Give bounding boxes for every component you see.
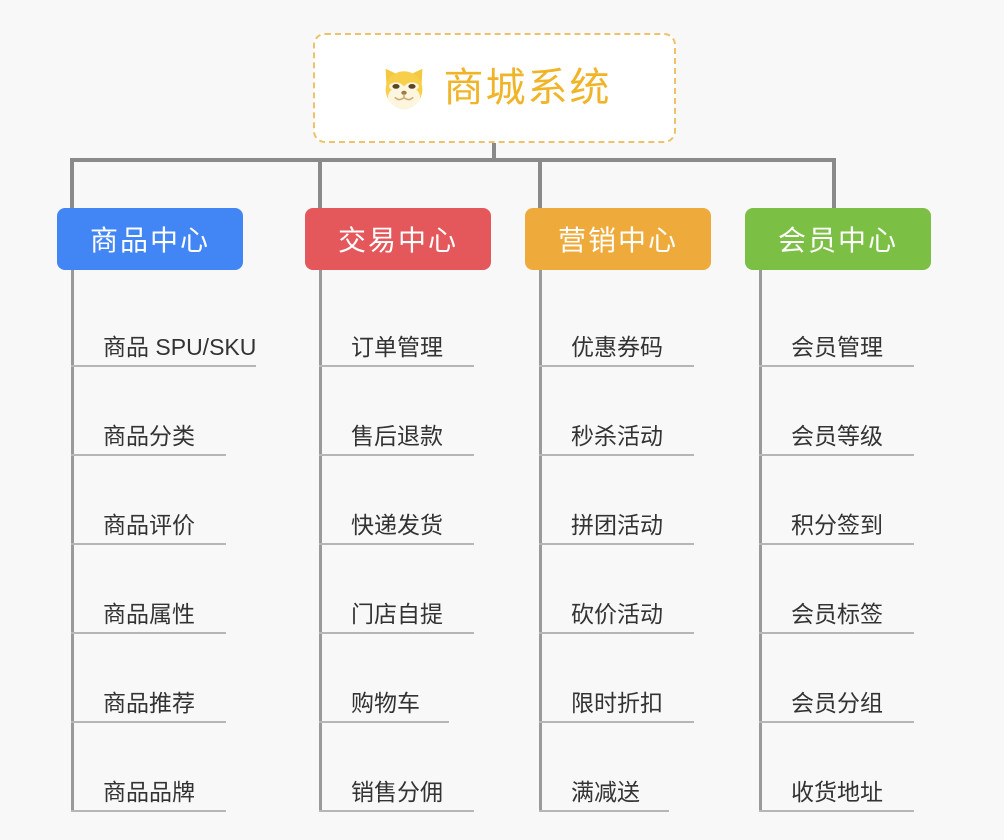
leaf-item[interactable]: 会员分组 <box>745 634 931 723</box>
leaf-label: 积分签到 <box>791 511 883 538</box>
branch-spine-trade-center <box>319 270 322 812</box>
branch-marketing-center: 营销中心 优惠券码 秒杀活动 拼团活动 <box>525 208 711 812</box>
leaf-label: 会员标签 <box>791 600 883 627</box>
leaf-underline <box>71 454 226 456</box>
leaf-label: 会员分组 <box>791 689 883 716</box>
leaf-underline <box>759 543 914 545</box>
branch-header-trade-center[interactable]: 交易中心 <box>305 208 491 270</box>
branch-body-product-center: 商品 SPU/SKU 商品分类 商品评价 商品属性 <box>57 270 257 812</box>
connector-drop-2 <box>318 160 322 208</box>
leaf-item[interactable]: 优惠券码 <box>525 278 711 367</box>
leaf-label: 秒杀活动 <box>571 422 663 449</box>
branch-member-center: 会员中心 会员管理 会员等级 积分签到 <box>745 208 931 812</box>
leaf-label: 限时折扣 <box>571 689 663 716</box>
leaf-item[interactable]: 秒杀活动 <box>525 367 711 456</box>
leaf-underline <box>71 632 226 634</box>
connector-drop-1 <box>70 160 74 208</box>
leaf-label: 销售分佣 <box>351 778 443 805</box>
leaf-item[interactable]: 会员等级 <box>745 367 931 456</box>
leaf-label: 商品 SPU/SKU <box>103 333 257 360</box>
leaf-underline <box>319 454 474 456</box>
branch-trade-center: 交易中心 订单管理 售后退款 快递发货 <box>305 208 491 812</box>
leaf-underline <box>71 365 257 367</box>
leaf-label: 商品属性 <box>103 600 195 627</box>
leaf-item[interactable]: 商品评价 <box>57 456 243 545</box>
branch-header-member-center[interactable]: 会员中心 <box>745 208 931 270</box>
leaf-label: 收货地址 <box>791 778 883 805</box>
leaf-label: 门店自提 <box>351 600 443 627</box>
branch-spine-product-center <box>71 270 74 812</box>
leaf-underline <box>759 632 914 634</box>
root-title: 商城系统 <box>443 66 612 110</box>
leaf-item[interactable]: 收货地址 <box>745 723 931 812</box>
leaf-item[interactable]: 订单管理 <box>305 278 491 367</box>
leaf-label: 砍价活动 <box>571 600 663 627</box>
branch-body-member-center: 会员管理 会员等级 积分签到 会员标签 <box>745 270 931 812</box>
connector-drop-3 <box>538 160 542 208</box>
leaf-label: 售后退款 <box>351 422 443 449</box>
leaf-item[interactable]: 购物车 <box>305 634 491 723</box>
leaf-item[interactable]: 门店自提 <box>305 545 491 634</box>
connector-horizontal-bar <box>70 158 836 162</box>
leaf-item[interactable]: 销售分佣 <box>305 723 491 812</box>
leaf-item[interactable]: 积分签到 <box>745 456 931 545</box>
leaf-label: 商品分类 <box>103 422 195 449</box>
leaf-item[interactable]: 商品分类 <box>57 367 243 456</box>
leaf-item[interactable]: 限时折扣 <box>525 634 711 723</box>
leaf-underline <box>759 810 914 812</box>
leaf-item[interactable]: 商品推荐 <box>57 634 243 723</box>
branch-body-marketing-center: 优惠券码 秒杀活动 拼团活动 砍价活动 <box>525 270 711 812</box>
leaf-underline <box>319 632 474 634</box>
root-node[interactable]: 商城系统 <box>313 33 676 143</box>
leaf-label: 拼团活动 <box>571 511 663 538</box>
branch-spine-marketing-center <box>539 270 542 812</box>
leaf-underline <box>759 365 914 367</box>
leaf-item[interactable]: 快递发货 <box>305 456 491 545</box>
leaf-underline <box>759 721 914 723</box>
leaf-underline <box>539 632 694 634</box>
branch-spine-member-center <box>759 270 762 812</box>
leaf-label: 会员管理 <box>791 333 883 360</box>
leaf-item[interactable]: 满减送 <box>525 723 711 812</box>
leaf-underline <box>319 810 474 812</box>
leaf-underline <box>71 721 226 723</box>
connector-drop-4 <box>832 160 836 208</box>
leaf-underline <box>319 365 474 367</box>
leaf-underline <box>539 454 694 456</box>
leaf-item[interactable]: 会员标签 <box>745 545 931 634</box>
leaf-label: 满减送 <box>571 778 640 805</box>
leaf-label: 购物车 <box>351 689 420 716</box>
leaf-label: 快递发货 <box>351 511 443 538</box>
leaf-item[interactable]: 砍价活动 <box>525 545 711 634</box>
leaf-underline <box>539 721 694 723</box>
leaf-underline <box>539 365 694 367</box>
leaf-label: 优惠券码 <box>571 333 663 360</box>
leaf-underline <box>539 543 694 545</box>
leaf-label: 会员等级 <box>791 422 883 449</box>
leaf-item[interactable]: 商品品牌 <box>57 723 243 812</box>
leaf-underline <box>539 810 669 812</box>
leaf-underline <box>319 721 449 723</box>
shiba-dog-face-icon <box>378 64 430 112</box>
branch-body-trade-center: 订单管理 售后退款 快递发货 门店自提 <box>305 270 491 812</box>
branch-header-marketing-center[interactable]: 营销中心 <box>525 208 711 270</box>
connector-trunk <box>492 143 496 162</box>
leaf-underline <box>71 543 226 545</box>
leaf-item[interactable]: 商品属性 <box>57 545 243 634</box>
leaf-label: 商品评价 <box>103 511 195 538</box>
leaf-label: 订单管理 <box>351 333 443 360</box>
leaf-item[interactable]: 商品 SPU/SKU <box>57 278 257 367</box>
leaf-item[interactable]: 售后退款 <box>305 367 491 456</box>
leaf-label: 商品品牌 <box>103 778 195 805</box>
leaf-underline <box>759 454 914 456</box>
branch-header-product-center[interactable]: 商品中心 <box>57 208 243 270</box>
branch-product-center: 商品中心 商品 SPU/SKU 商品分类 商品评价 <box>57 208 257 812</box>
leaf-label: 商品推荐 <box>103 689 195 716</box>
leaf-item[interactable]: 会员管理 <box>745 278 931 367</box>
leaf-underline <box>71 810 226 812</box>
leaf-item[interactable]: 拼团活动 <box>525 456 711 545</box>
leaf-underline <box>319 543 474 545</box>
